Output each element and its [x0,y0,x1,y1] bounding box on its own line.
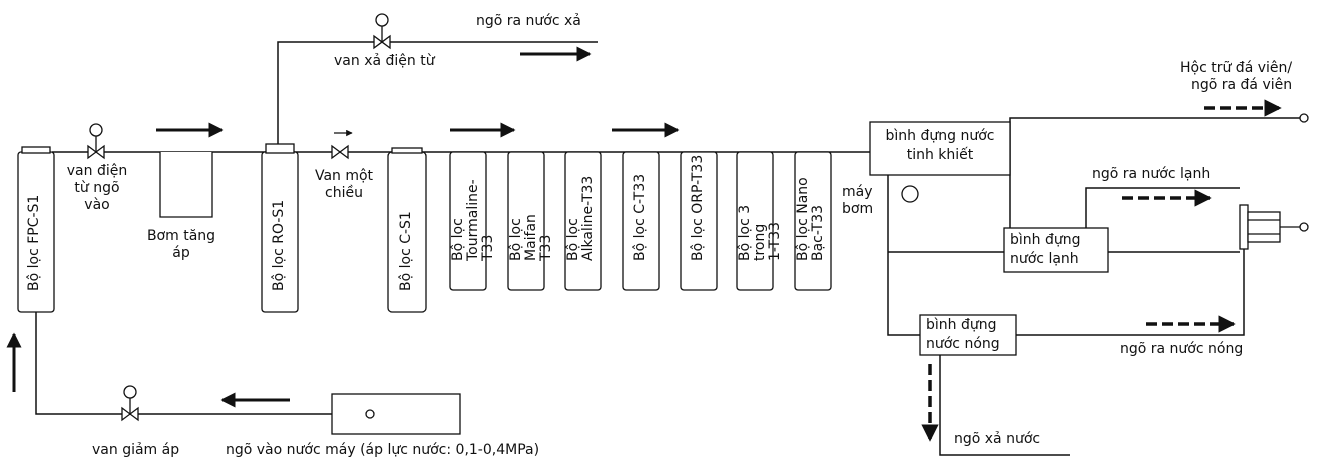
dispenser [1239,204,1249,250]
filter-cs1-label: Bộ lọc C-S1 [398,211,414,291]
hot-outlet-label: ngõ ra nước nóng [1120,341,1244,357]
waste-outlet-label: ngõ xả nước [954,431,1041,447]
pump-circle [901,185,919,203]
pressure-valve-label: van giảm áp [92,442,180,458]
tap-inlet-label: ngõ vào nước máy (áp lực nước: 0,1-0,4MP… [226,442,540,458]
filter-orp-label: Bộ lọc ORP-T33 [690,154,706,261]
filter-nano-label: Bộ lọc Nano Bạc-T33 [795,173,830,261]
cold-tank-label: bình đựng nước lạnh [1010,232,1081,267]
filter-fpc-label: Bộ lọc FPC-S1 [26,194,42,291]
pure-tank-label: bình đựng nước tinh khiết [885,128,995,163]
small-filters [449,151,832,291]
pump-pipe [887,175,920,336]
tap-inlet-box [331,393,461,435]
hot-drain [939,355,1070,456]
inlet-valve-label: van điện từ ngõ vào [66,163,128,213]
check-valve-label: Van một chiều [314,168,374,201]
filter-alkaline-text: Bộ lọc Alkaline-T33 [565,175,596,261]
check-valve-symbol [331,129,353,160]
drain-pipe [277,41,598,152]
drain-valve-symbol [373,13,391,50]
filter-ro-label: Bộ lọc RO-S1 [271,199,287,291]
booster-pump-label: Bơm tăng áp [146,228,216,261]
pure-tank [869,121,1011,176]
filter-3in1-label: Bộ lọc 3 trong 1-T33 [737,173,783,261]
pressure-valve-symbol [121,385,139,422]
hot-tank [919,314,1017,356]
inlet-pipe [35,312,332,415]
filter-tourmaline-label: Bộ lọc Tourmaline-T33 [450,173,496,261]
filter-ct33-label: Bộ lọc C-T33 [632,173,648,261]
filter-maifan-label: Bộ lọc Maifan T33 [508,173,554,261]
filter-nano-text: Bộ lọc Nano Bạc-T33 [795,177,826,261]
hot-tank-label: bình đựng nước nóng [926,317,1000,352]
drain-valve-label: van xả điện từ [334,53,435,69]
cold-tank [1003,227,1109,273]
inlet-valve-symbol [87,123,105,160]
ice-outlet-label: Hộc trữ đá viên/ ngõ ra đá viên [1180,60,1293,93]
pump-label: máy bơm [842,184,874,217]
booster-pump [159,152,213,218]
filter-alkaline-label: Bộ lọc Alkaline-T33 [565,173,600,261]
cold-outlet-label: ngõ ra nước lạnh [1092,166,1211,182]
hot-to-outlet [1016,242,1245,336]
cold-to-outlet [1085,187,1240,228]
drain-outlet-label: ngõ ra nước xả [476,13,581,29]
